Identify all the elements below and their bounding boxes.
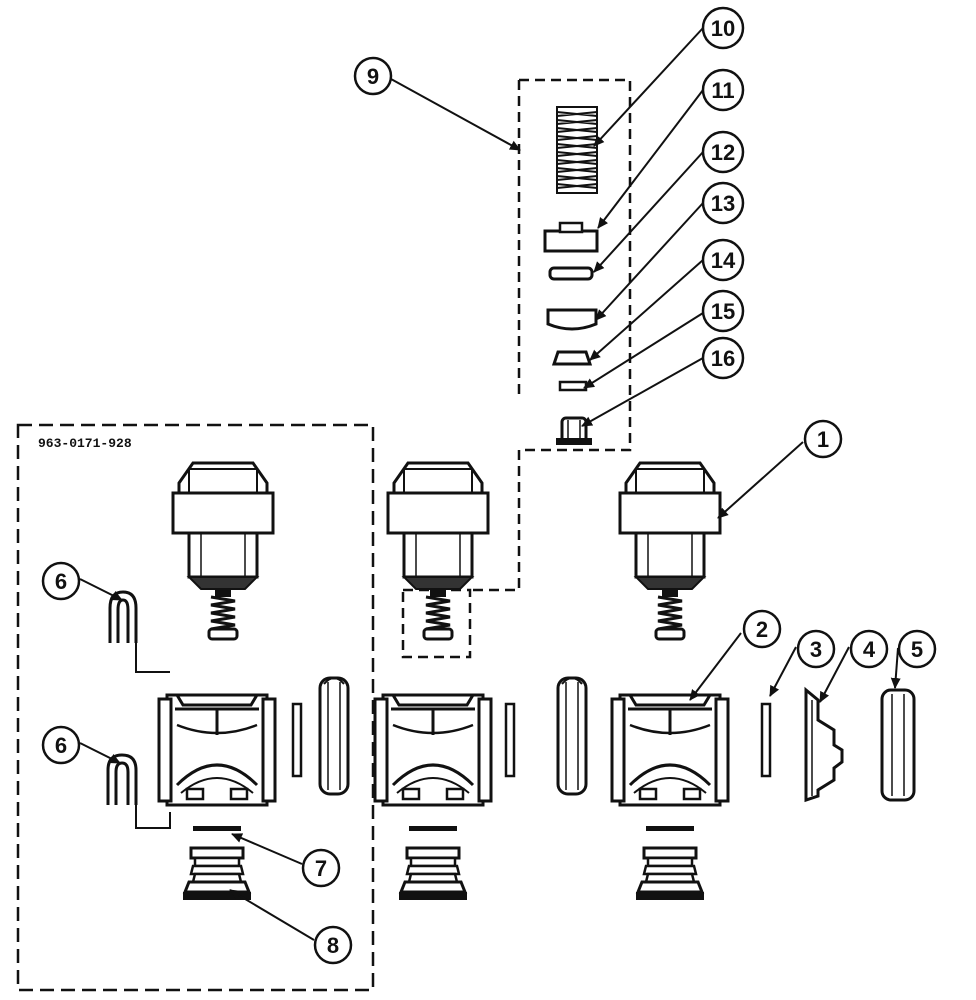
svg-text:6: 6 bbox=[55, 733, 67, 758]
u-clip-upper bbox=[108, 590, 138, 643]
callout-14: 14 bbox=[701, 238, 745, 282]
svg-text:14: 14 bbox=[711, 248, 736, 273]
svg-text:1: 1 bbox=[817, 427, 829, 452]
o-ring-1 bbox=[291, 702, 303, 778]
callout-3: 3 bbox=[796, 629, 836, 669]
svg-text:8: 8 bbox=[327, 933, 339, 958]
svg-text:15: 15 bbox=[711, 299, 735, 324]
bottom-fitting-right bbox=[634, 824, 706, 902]
diaphragm-part-13 bbox=[546, 308, 598, 331]
callout-6-lower: 6 bbox=[41, 725, 81, 765]
svg-text:6: 6 bbox=[55, 569, 67, 594]
plunger-part-11 bbox=[543, 221, 599, 253]
valve-body-right bbox=[610, 693, 730, 807]
o-ring-part-3 bbox=[760, 702, 772, 778]
solenoid-actuator-right bbox=[618, 461, 722, 641]
solenoid-actuator-left bbox=[171, 461, 275, 641]
svg-text:2: 2 bbox=[756, 617, 768, 642]
o-ring-2 bbox=[504, 702, 516, 778]
valve-body-left bbox=[157, 693, 277, 807]
svg-text:7: 7 bbox=[315, 856, 327, 881]
kit-outline-box bbox=[16, 423, 375, 992]
union-nut-1 bbox=[318, 676, 350, 796]
spring-part-10 bbox=[556, 106, 598, 194]
u-clip-lower bbox=[106, 753, 138, 805]
callout-5: 5 bbox=[897, 629, 937, 669]
washer-part-12 bbox=[548, 266, 594, 281]
svg-text:4: 4 bbox=[863, 637, 876, 662]
screw-part-16 bbox=[556, 416, 592, 445]
callout-6-upper: 6 bbox=[41, 561, 81, 601]
svg-text:11: 11 bbox=[711, 78, 734, 103]
union-end-part-5 bbox=[880, 688, 916, 802]
svg-text:9: 9 bbox=[367, 64, 379, 89]
svg-text:12: 12 bbox=[711, 140, 735, 165]
callout-balloons: 1 2 3 4 5 6 6 7 8 9 10 11 12 13 14 15 16 bbox=[41, 6, 937, 965]
end-cap-part-4 bbox=[804, 686, 844, 803]
callout-7: 7 bbox=[301, 848, 341, 888]
seal-part-14 bbox=[551, 350, 593, 366]
kit-part-number: 963-0171-928 bbox=[38, 436, 132, 451]
callout-11: 11 bbox=[701, 68, 745, 112]
callout-8: 8 bbox=[313, 925, 353, 965]
callout-1: 1 bbox=[803, 419, 843, 459]
pin-part-15 bbox=[558, 380, 588, 392]
svg-text:10: 10 bbox=[711, 16, 735, 41]
bottom-fitting-center bbox=[397, 824, 469, 902]
svg-text:13: 13 bbox=[711, 191, 735, 216]
union-nut-2 bbox=[556, 676, 588, 796]
callout-16: 16 bbox=[701, 336, 745, 380]
callout-10: 10 bbox=[701, 6, 745, 50]
callout-9: 9 bbox=[353, 56, 393, 96]
valve-body-center bbox=[373, 693, 493, 807]
callout-13: 13 bbox=[701, 181, 745, 225]
callout-15: 15 bbox=[701, 289, 745, 333]
svg-text:16: 16 bbox=[711, 346, 735, 371]
leader-lines bbox=[79, 27, 901, 941]
callout-4: 4 bbox=[849, 629, 889, 669]
svg-text:3: 3 bbox=[810, 637, 822, 662]
svg-text:5: 5 bbox=[911, 637, 923, 662]
callout-2: 2 bbox=[742, 609, 782, 649]
callout-12: 12 bbox=[701, 130, 745, 174]
